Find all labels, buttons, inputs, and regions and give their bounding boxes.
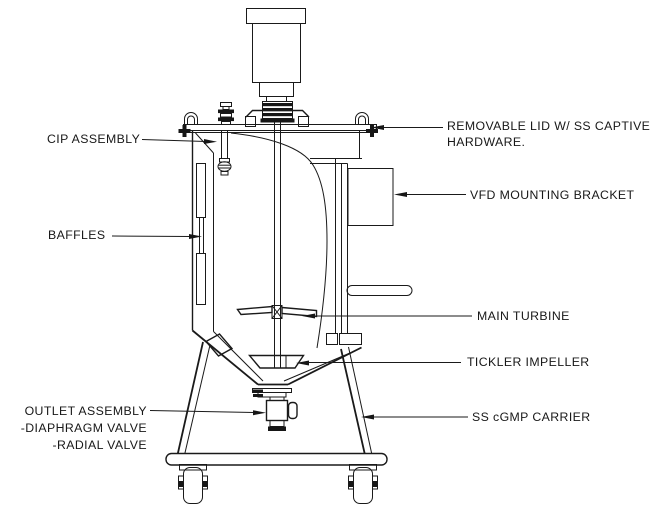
- cip-port: [218, 102, 234, 125]
- caster-right: [348, 464, 378, 504]
- baffles: [196, 163, 206, 305]
- label-main-turbine: MAIN TURBINE: [477, 309, 570, 323]
- agitator-shaft: [274, 122, 281, 368]
- tickler-impeller: [247, 354, 305, 369]
- leader-ss-cgmp-carrier: [361, 414, 468, 420]
- lid-clamp-left: [178, 125, 191, 137]
- cone-plate: [204, 333, 234, 357]
- leader-tickler-impeller: [296, 360, 461, 366]
- leader-main-turbine: [302, 313, 472, 319]
- motor-coupling: [260, 101, 295, 123]
- lid-clamp-right: [366, 125, 378, 137]
- carrier-legs: [176, 341, 373, 456]
- label-cip-assembly: CIP ASSEMBLY: [47, 132, 141, 146]
- leader-vfd-bracket: [394, 192, 466, 197]
- valve-handwheel: [287, 401, 298, 420]
- label-vfd-mounting-bracket: VFD MOUNTING BRACKET: [470, 188, 635, 202]
- cone-bottom: [191, 329, 362, 386]
- label-baffles: BAFFLES: [48, 228, 106, 242]
- base-frame: [165, 452, 388, 466]
- vfd-bracket: [347, 168, 394, 226]
- leader-outlet-assembly: [149, 410, 266, 416]
- caster-left: [178, 464, 208, 504]
- main-turbine: [236, 305, 318, 319]
- leader-baffles: [111, 234, 202, 239]
- leader-removable-lid: [371, 125, 443, 130]
- outlet-valve-assembly: [252, 388, 298, 431]
- label-removable-lid: REMOVABLE LID W/ SS CAPTIVE HARDWARE.: [447, 119, 651, 149]
- cip-spray-assembly: [217, 131, 232, 176]
- interior-wall-curve: [230, 132, 328, 349]
- carrier-handle: [346, 285, 413, 296]
- label-outlet-assembly: OUTLET ASSEMBLY -DIAPHRAGM VALVE -RADIAL…: [20, 404, 147, 452]
- motor-mount: [245, 109, 310, 127]
- label-tickler-impeller: TICKLER IMPELLER: [467, 355, 590, 369]
- motor: [246, 8, 306, 102]
- side-rail: [310, 131, 362, 345]
- label-ss-cgmp-carrier: SS cGMP CARRIER: [472, 410, 591, 424]
- leader-cip-assembly: [141, 139, 217, 144]
